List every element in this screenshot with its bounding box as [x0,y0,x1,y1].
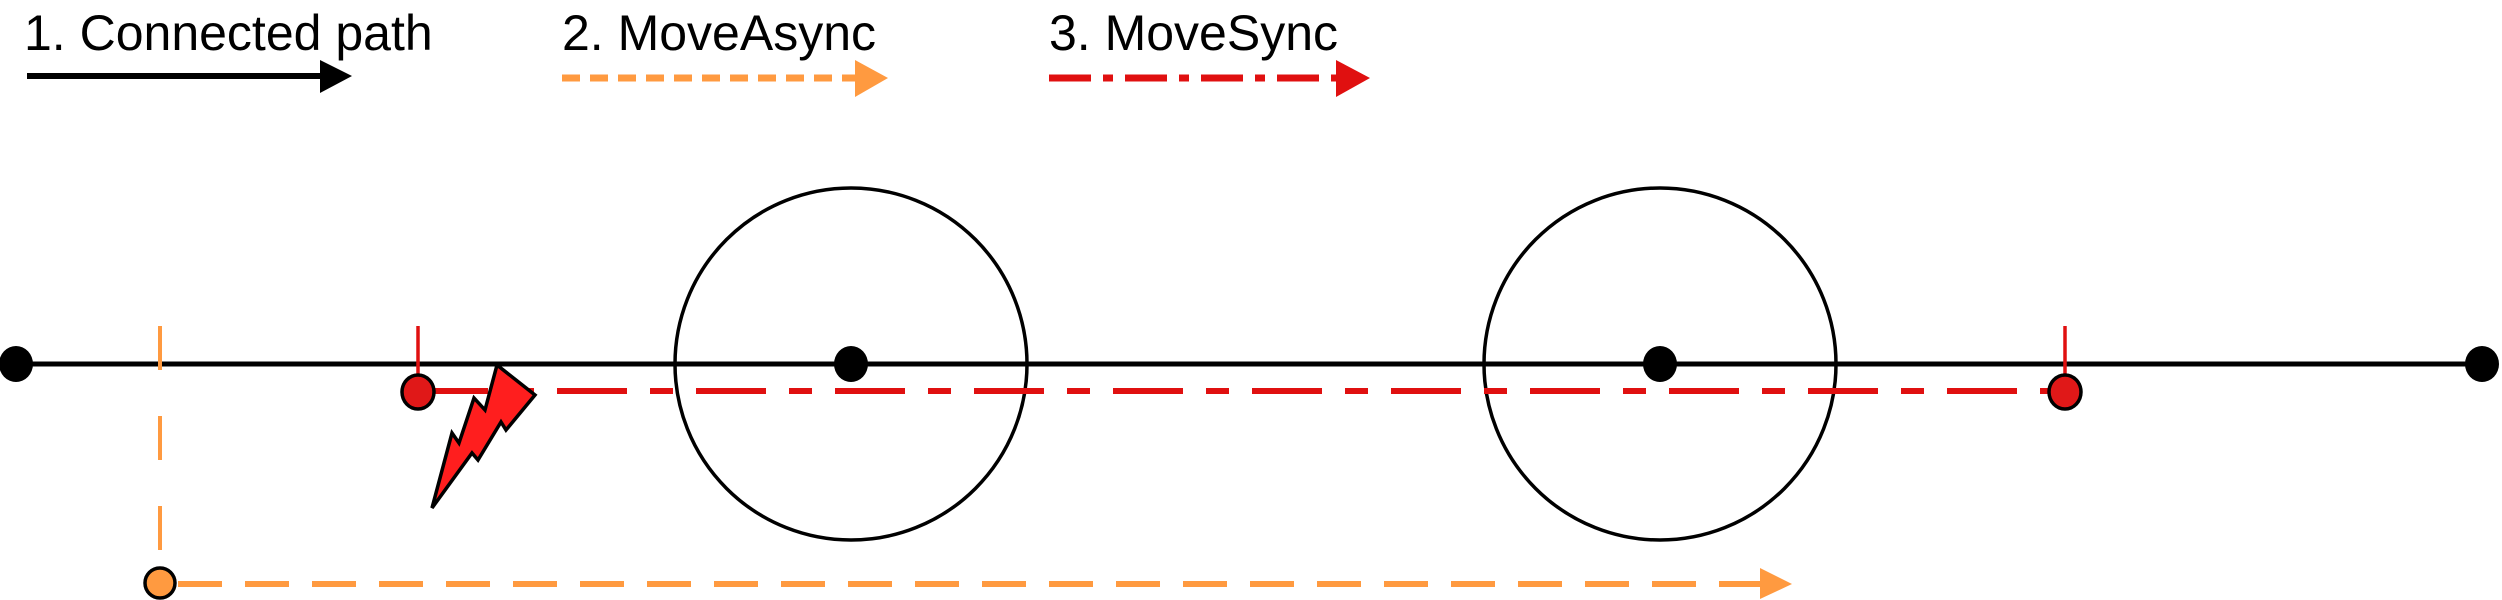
path-node-2 [1643,346,1677,382]
move-async-path [143,326,1792,600]
legend-label-move-async: 2. MoveAsync [562,5,876,61]
legend: 1. Connected path 2. MoveAsync 3. MoveSy… [24,5,1370,97]
lightning-icon [430,361,538,510]
legend-label-connected-path: 1. Connected path [24,5,433,61]
arrowhead-icon [1760,568,1792,599]
arrowhead-icon [1336,60,1370,97]
move-sync-path [400,326,2083,411]
path-node-start [0,346,33,382]
path-node-end [2465,346,2499,382]
arrowhead-icon [320,60,352,93]
move-async-point [143,566,177,600]
path-node-1 [834,346,868,382]
move-sync-end-point [2047,373,2083,411]
move-sync-start-point [400,373,436,411]
legend-label-move-sync: 3. MoveSync [1049,5,1338,61]
arrowhead-icon [855,60,888,97]
